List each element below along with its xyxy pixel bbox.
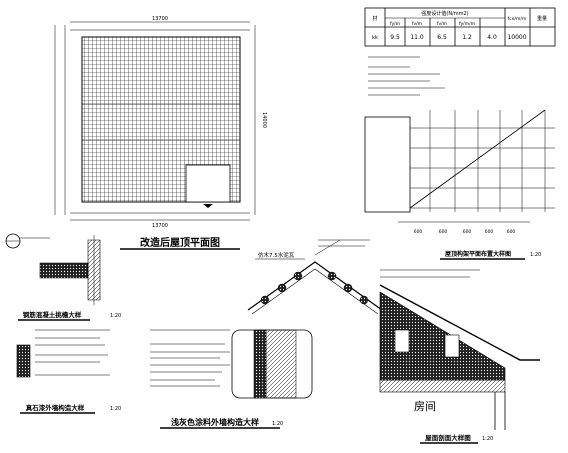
- table-col-c1: fy/m: [390, 21, 400, 27]
- flashing-scale: 1:20: [110, 313, 121, 319]
- dim-top-label: 13700: [152, 16, 168, 22]
- table-cell: 1.2: [462, 34, 472, 41]
- table-cell: 9.5: [390, 34, 400, 41]
- roof-detail-scale: 1:20: [482, 436, 493, 442]
- flashing-title: 钢筋混凝土挑檐大样: [23, 310, 82, 319]
- tile-icon: [343, 283, 353, 293]
- table-col-symbol: 材: [372, 15, 377, 22]
- wall-scale: 1:20: [272, 421, 283, 427]
- table-col-c3: fv/m: [437, 21, 447, 27]
- table-col-c4: fy/m/m: [459, 21, 475, 27]
- ridge-label: 仿木7.5水泥瓦: [258, 251, 295, 259]
- material-table: 强度设计值(N/mm2) 材 fy/m fv/m fv/m fy/m/m fce…: [364, 7, 556, 96]
- table-notes: [368, 56, 445, 96]
- section-title: 屋顶构架平面布置大样图: [445, 250, 511, 258]
- table-col-c5: fce/m/m: [508, 16, 527, 22]
- section-detail: 600 600 600 600 600 屋顶构架平面布置大样图 1:20: [364, 109, 555, 260]
- roof-plan: 13700 14000 13700 改造后屋顶平面图: [54, 16, 267, 250]
- ridge-detail: 仿木7.5水泥瓦: [247, 239, 383, 315]
- section-dim-label: 600: [507, 229, 516, 235]
- roof-opening: [444, 334, 460, 358]
- table-row-symbol: kk: [372, 35, 378, 41]
- dim-bottom-label: 13700: [152, 223, 168, 229]
- table-col-c2: fv/m: [412, 21, 422, 27]
- section-grid: [410, 110, 555, 212]
- roof-plan-opening: [185, 164, 231, 203]
- table-header-main: 强度设计值(N/mm2): [421, 10, 468, 17]
- north-arrow-icon: [203, 204, 213, 208]
- stone-wall-section: [16, 344, 31, 378]
- ridge-roof-line: [247, 261, 383, 311]
- section-dim-label: 600: [439, 229, 448, 235]
- table-cell: 6.5: [437, 34, 447, 41]
- roof-beam: [379, 379, 506, 393]
- roof-section-detail: 房间 屋面剖面大样图 1:20: [379, 269, 540, 444]
- table-cell: 4.0: [487, 34, 497, 41]
- table-cell: 11.0: [410, 34, 424, 41]
- tile-icon: [293, 271, 303, 281]
- tile-icon: [260, 295, 270, 305]
- stone-title: 真石漆外墙构造大样: [26, 403, 85, 412]
- stone-scale: 1:20: [110, 406, 121, 412]
- wall-detail: 浅灰色涂料外墙构造大样 1:20: [150, 329, 313, 429]
- wall-insulation-layer: [253, 329, 267, 399]
- stone-wall-detail: 真石漆外墙构造大样 1:20: [16, 329, 121, 414]
- tile-icon: [277, 283, 287, 293]
- table-cell: 10000: [507, 34, 526, 41]
- section-dim-label: 600: [485, 229, 494, 235]
- tile-icon: [359, 295, 369, 305]
- wall-concrete-layer: [265, 329, 297, 399]
- eave-slab: [39, 262, 89, 279]
- dim-right-label: 14000: [261, 112, 267, 128]
- roof-slope-line: [379, 284, 540, 361]
- section-scale: 1:20: [530, 252, 541, 258]
- table-col-last: 重量: [537, 15, 547, 22]
- wall-title: 浅灰色涂料外墙构造大样: [171, 417, 259, 427]
- flashing-detail: 钢筋混凝土挑檐大样 1:20: [5, 233, 121, 321]
- tile-icon: [327, 271, 337, 281]
- section-slope-line: [409, 109, 546, 209]
- plan-title: 改造后屋顶平面图: [140, 236, 220, 249]
- section-dim-label: 600: [414, 229, 423, 235]
- section-frame-left: [364, 116, 411, 213]
- roof-detail-title: 屋面剖面大样图: [425, 433, 471, 442]
- roof-opening: [394, 329, 410, 353]
- section-dim-label: 600: [463, 229, 472, 235]
- room-label: 房间: [414, 400, 436, 413]
